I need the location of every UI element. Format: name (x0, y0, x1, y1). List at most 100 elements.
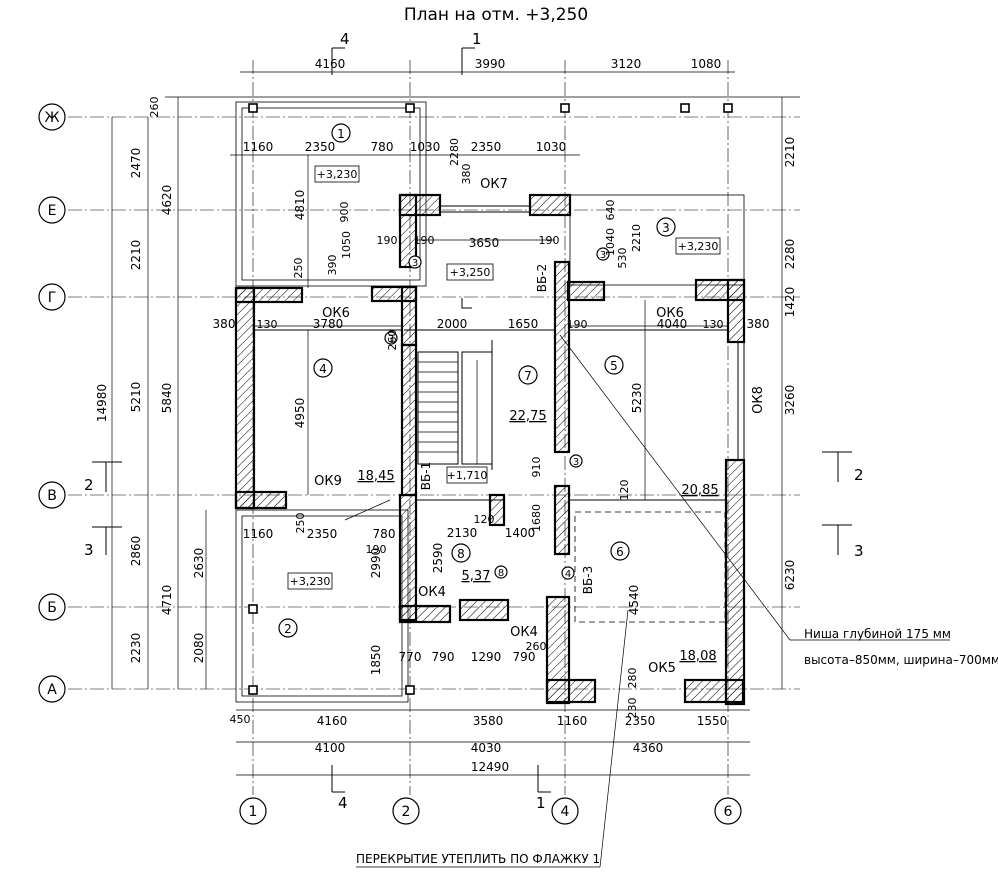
axis-label-1: 1 (249, 804, 258, 820)
level-tag-4: +3,230 (290, 575, 331, 588)
dim-top-3120: 3120 (611, 57, 642, 71)
dim-bottom-2350: 2350 (625, 714, 656, 728)
level-tag-3: +3,230 (678, 240, 719, 253)
dim-bottom-4100: 4100 (315, 741, 346, 755)
axis-label-g: Г (48, 290, 57, 306)
columns (248, 103, 733, 695)
opening-ok8: ОК8 (751, 386, 766, 414)
dim-top-4160: 4160 (315, 57, 346, 71)
mark-3d: 3 (573, 457, 579, 468)
dim-4540: 4540 (627, 585, 641, 616)
interior-dimensions: 3780 4040 2000 1650 3650 4950 5230 4810 … (192, 138, 769, 719)
dim-790a: 790 (432, 650, 455, 664)
dim-left-4620: 4620 (160, 185, 174, 216)
dim-inner-1030: 1030 (410, 140, 441, 154)
top-dimensions: 4160 3990 3120 1080 1160 2350 780 1030 2… (243, 57, 722, 154)
opening-ok6-left: ОК6 (322, 306, 350, 321)
dim-780b: 780 (373, 527, 396, 541)
left-dimensions: 260 2470 2210 5210 2860 2230 4620 5840 4… (95, 97, 174, 664)
dim-left-5210: 5210 (129, 382, 143, 413)
dim-260b: 260 (386, 330, 399, 351)
dim-left-2860: 2860 (129, 536, 143, 567)
room-number-3: 3 (662, 221, 670, 235)
niche-note-line1: Ниша глубиной 175 мм (804, 627, 951, 641)
dim-190e: 190 (366, 543, 387, 556)
dim-1650: 1650 (508, 317, 539, 331)
dim-250a: 250 (292, 258, 305, 279)
opening-ok7: ОК7 (480, 177, 508, 192)
room-number-5: 5 (610, 359, 618, 373)
level-tag-2: +3,250 (450, 266, 491, 279)
walls (234, 193, 746, 706)
room-area-8: 5,37 (462, 569, 491, 584)
corner-mark (461, 298, 472, 309)
partitions (254, 205, 745, 501)
dim-4040: 4040 (657, 317, 688, 331)
room-labels: 1 2 3 4 5 6 7 8 (278, 123, 676, 638)
dim-2280: 2280 (448, 138, 461, 166)
section-3-right: 3 (854, 542, 864, 560)
dim-1680: 1680 (530, 504, 543, 532)
dim-inner-780: 780 (371, 140, 394, 154)
dim-120b: 120 (618, 480, 631, 501)
dim-380a: 380 (213, 317, 236, 331)
mark-8: 8 (498, 568, 504, 579)
dim-530: 530 (616, 248, 629, 269)
room-area-7: 22,75 (509, 409, 546, 424)
axis-label-e: Е (48, 203, 57, 219)
dim-inner-2350b: 2350 (471, 140, 502, 154)
section-2-right: 2 (854, 466, 864, 484)
room-number-4: 4 (319, 362, 327, 376)
leader-lines (344, 334, 950, 868)
dim-inner-1030b: 1030 (536, 140, 567, 154)
axis-label-v: В (47, 488, 57, 504)
dim-bottom-12490: 12490 (471, 760, 509, 774)
detail-marks: 3 3 3 3 4 8 (384, 247, 610, 580)
dim-2000: 2000 (437, 317, 468, 331)
dim-3650: 3650 (469, 236, 500, 250)
dim-inner-1160: 1160 (243, 140, 274, 154)
dim-1400: 1400 (505, 526, 536, 540)
section-4-top: 4 (340, 30, 350, 48)
opening-ok6-right: ОК6 (656, 306, 684, 321)
column-axis-bubbles: 1 2 4 6 (239, 797, 742, 825)
dim-left-5840: 5840 (160, 383, 174, 414)
dim-1050: 1050 (340, 231, 353, 259)
dim-2130: 2130 (447, 526, 478, 540)
dim-left-2230: 2230 (129, 633, 143, 664)
axis-label-2: 2 (402, 804, 411, 820)
dim-bottom-1550: 1550 (697, 714, 728, 728)
dim-right-2280: 2280 (783, 239, 797, 270)
dim-770: 770 (399, 650, 422, 664)
dim-190d: 190 (567, 318, 588, 331)
dim-right-3260: 3260 (783, 385, 797, 416)
beam-vb3: ВБ-3 (581, 566, 595, 594)
dim-250b: 250 (294, 513, 307, 534)
dim-2990: 2990 (369, 548, 383, 579)
dim-left-14980: 14980 (95, 384, 109, 422)
axis-label-b: Б (47, 600, 57, 616)
dim-190c: 190 (539, 234, 560, 247)
dim-3780: 3780 (313, 317, 344, 331)
section-4-bottom: 4 (338, 794, 348, 812)
dim-bottom-1160: 1160 (557, 714, 588, 728)
beam-vb1: ВБ-1 (419, 462, 433, 490)
beam-vb2: ВБ-2 (535, 264, 549, 292)
dim-left-2210: 2210 (129, 240, 143, 271)
room-number-2: 2 (284, 622, 292, 636)
dim-190a: 190 (377, 234, 398, 247)
mark-3c: 3 (388, 334, 394, 345)
room-area-5: 20,85 (681, 483, 718, 498)
dim-380b: 380 (747, 317, 770, 331)
dim-bottom-3580: 3580 (473, 714, 504, 728)
room-number-8: 8 (457, 547, 465, 561)
dim-5230: 5230 (630, 383, 644, 414)
plan-title: План на отм. +3,250 (404, 5, 588, 25)
dim-left-260: 260 (148, 97, 161, 118)
insulation-note: ПЕРЕКРЫТИЕ УТЕПЛИТЬ ПО ФЛАЖКУ 1 (356, 852, 600, 866)
dim-790b: 790 (513, 650, 536, 664)
axis-label-zh: Ж (44, 110, 59, 126)
section-markers: 4 1 4 1 2 3 2 3 (84, 30, 864, 812)
niche-note-line2: высота–850мм, ширина–700мм (804, 653, 998, 667)
dim-640: 640 (604, 200, 617, 221)
